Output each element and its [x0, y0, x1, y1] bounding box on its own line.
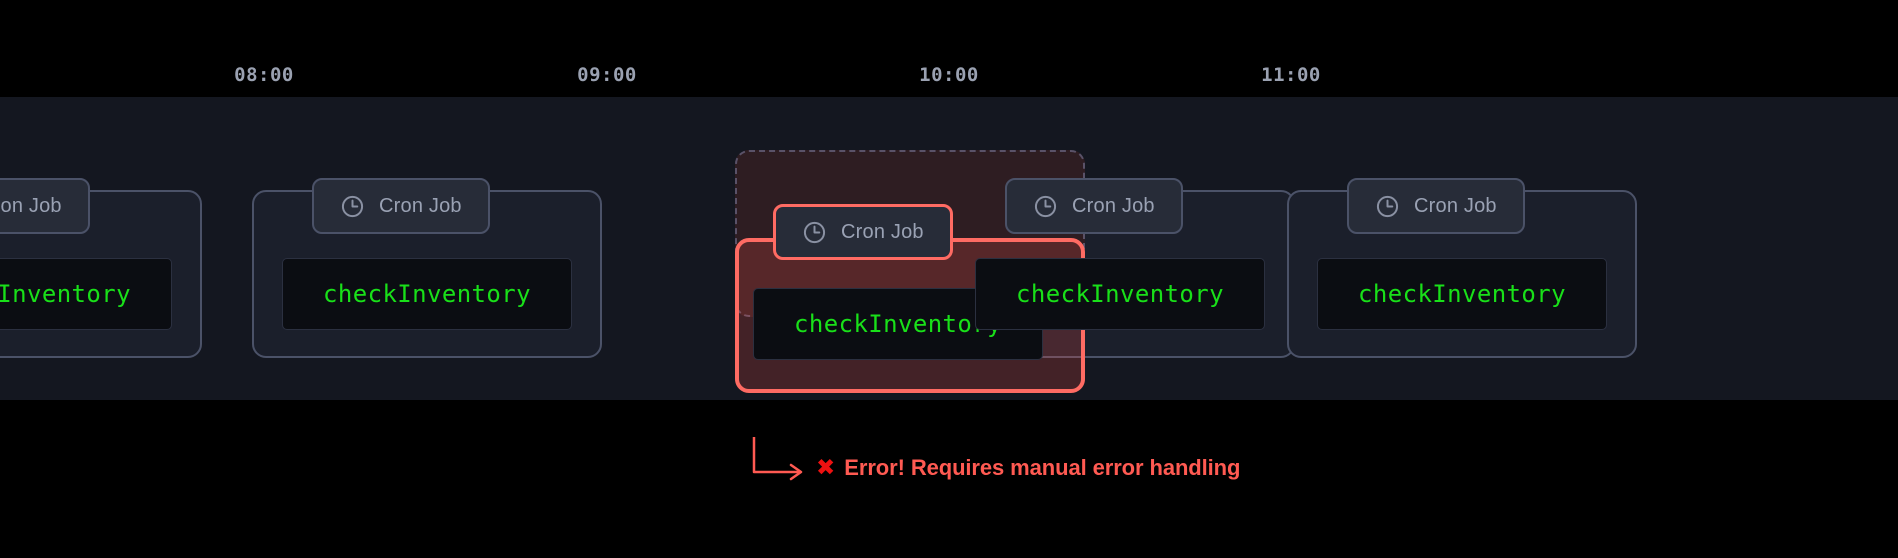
cron-job-badge-label: Cron Job	[1414, 194, 1497, 217]
error-annotation-text: ✖ Error! Requires manual error handling	[816, 455, 1240, 481]
clock-icon	[802, 220, 827, 245]
cron-job-badge-label: Cron Job	[379, 194, 462, 217]
function-name: checkInventory	[794, 310, 1002, 338]
cron-job-badge[interactable]: Cron Job	[773, 204, 953, 260]
cron-job-badge[interactable]: Cron Job	[1347, 178, 1525, 234]
timeline-tick-label: 09:00	[577, 64, 637, 86]
timeline-tick-label: 10:00	[919, 64, 979, 86]
cron-job-badge-label: Cron Job	[841, 220, 924, 243]
function-name: checkInventory	[1016, 280, 1224, 308]
timeline-ruler: 08:00 09:00 10:00 11:00	[0, 0, 1898, 97]
cross-mark-icon: ✖	[816, 454, 836, 481]
cron-job-group[interactable]: Cron Job checkInventory	[252, 178, 602, 358]
cron-job-badge[interactable]: Cron Job	[0, 178, 90, 234]
function-name: checkInventory	[0, 280, 131, 308]
timeline-tick-label: 11:00	[1261, 64, 1321, 86]
cron-job-badge[interactable]: Cron Job	[1005, 178, 1183, 234]
clock-icon	[1375, 194, 1400, 219]
function-name: checkInventory	[1358, 280, 1566, 308]
cron-job-badge[interactable]: Cron Job	[312, 178, 490, 234]
function-card[interactable]: checkInventory	[975, 258, 1265, 330]
function-card[interactable]: checkInventory	[282, 258, 572, 330]
timeline-tick-label: 08:00	[234, 64, 294, 86]
cron-job-group[interactable]: Cron Job checkInventory	[0, 178, 202, 358]
function-card[interactable]: checkInventory	[1317, 258, 1607, 330]
function-card[interactable]: checkInventory	[0, 258, 172, 330]
error-annotation: ✖ Error! Requires manual error handling	[750, 437, 1270, 507]
cron-job-badge-label: Cron Job	[0, 194, 62, 217]
clock-icon	[340, 194, 365, 219]
function-name: checkInventory	[323, 280, 531, 308]
error-message: Error! Requires manual error handling	[844, 455, 1241, 480]
cron-job-badge-label: Cron Job	[1072, 194, 1155, 217]
cron-job-group[interactable]: Cron Job checkInventory	[1287, 178, 1637, 358]
clock-icon	[1033, 194, 1058, 219]
elbow-arrow-right-icon	[752, 437, 803, 481]
